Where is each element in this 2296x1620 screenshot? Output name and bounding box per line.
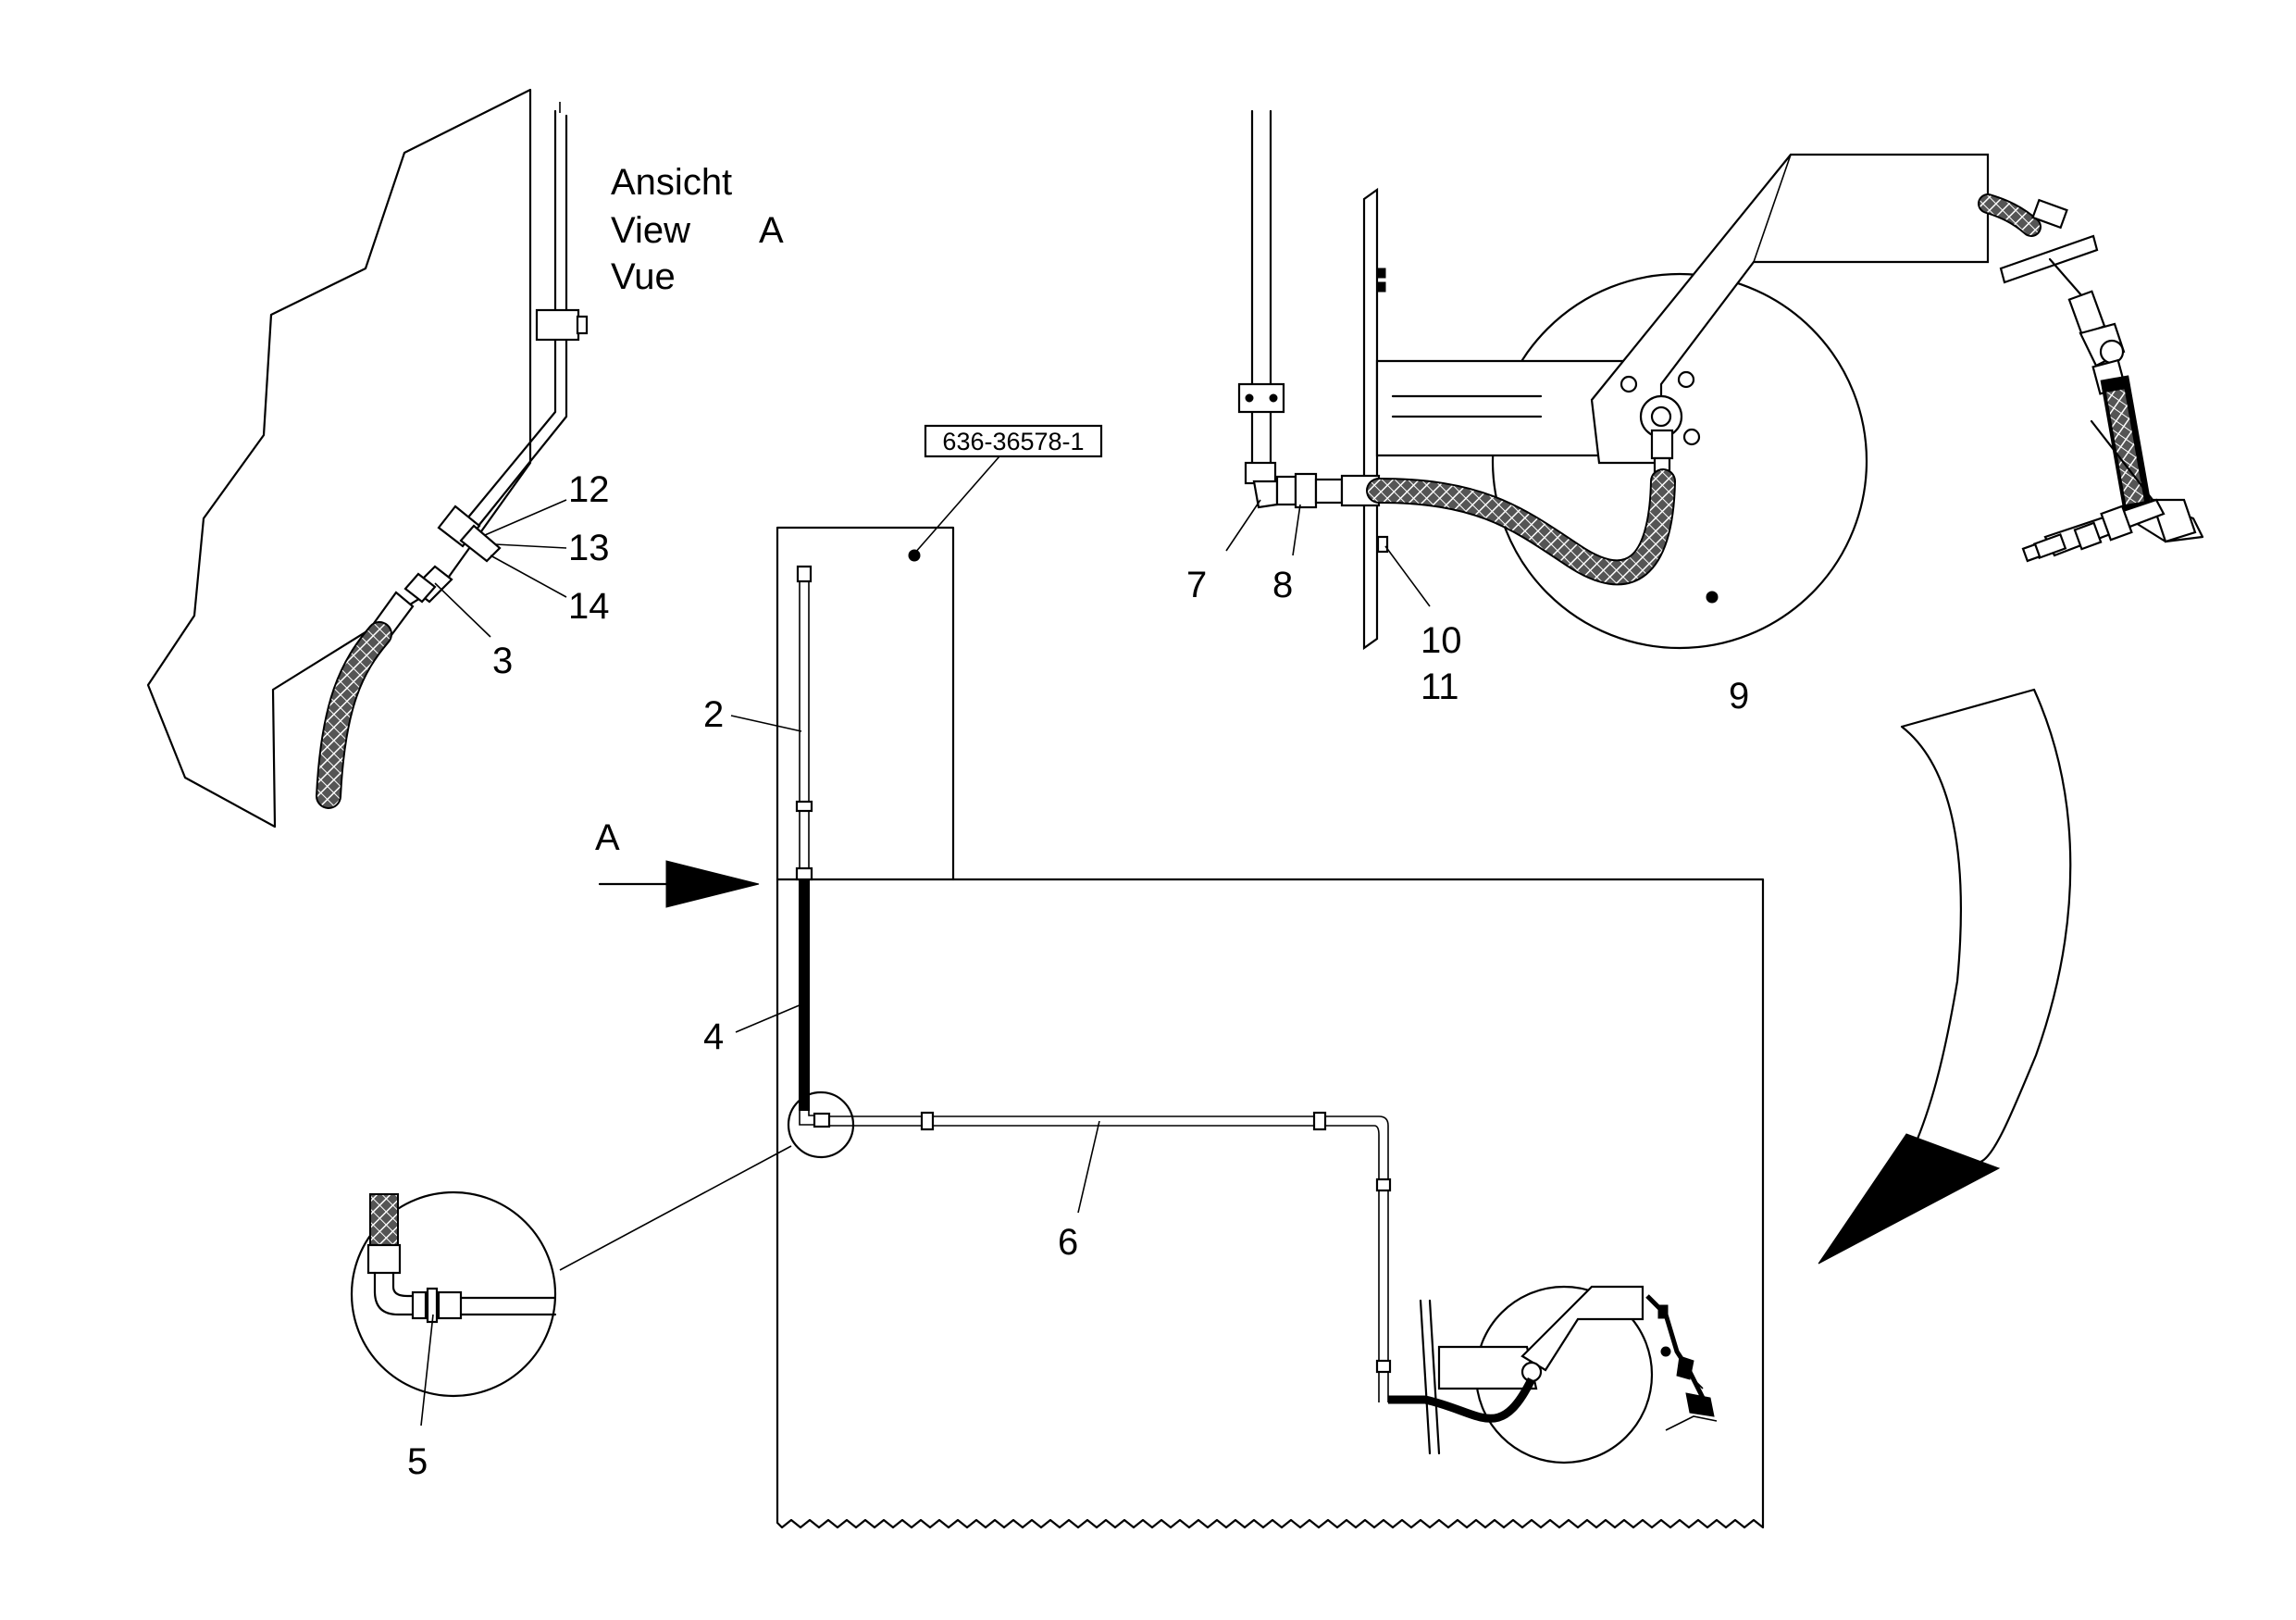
callout-12: 12 [568,469,610,510]
pipe-2 [799,579,810,870]
broken-panel-outline [146,88,532,829]
view-a-fittings [370,505,502,641]
main-view: 636-36578-1 2 A 4 6 [595,424,1765,1529]
enlargement-arrow-body [1900,688,2072,1164]
callout-3: 3 [492,641,513,681]
callout-11: 11 [1421,667,1459,707]
view-label-line2: View [611,210,690,251]
reel-drum [1491,272,1868,650]
view-a-arrow-head [665,860,760,908]
view-a-clamp [535,308,580,342]
callout-6: 6 [1058,1222,1078,1263]
arrow-label: A [595,817,620,858]
reel-supply-pipe [1250,109,1284,502]
hose-reel-detail: 7 8 10 11 9 [1186,109,2204,717]
callout-14: 14 [568,586,610,627]
mini-hose-reel [1388,1285,1718,1464]
callout-7: 7 [1186,565,1207,605]
detail-5: 5 [350,1145,792,1482]
detail-circle-small [787,1090,855,1159]
view-label-letter: A [759,210,784,251]
callout-9: 9 [1729,676,1749,717]
callout-2: 2 [703,694,724,735]
enlargement-arrow-head [1818,1133,2001,1265]
view-label-line3: Vue [611,256,676,297]
detail-hose [369,1193,399,1251]
vehicle-outline [776,526,1765,1529]
view-label-line1: Ansicht [611,162,732,203]
enlargement-arrow [1818,688,2072,1265]
callout-13: 13 [568,528,610,568]
callout-4: 4 [703,1016,724,1057]
view-a-pipe [465,109,568,528]
pipe-6 [829,1115,1389,1402]
part-number: 636-36578-1 [942,428,1084,455]
part-number-box [924,424,1103,458]
callout-5: 5 [407,1441,428,1482]
view-a-detail: Ansicht View A Vue 12 13 14 3 [146,88,784,829]
callout-8: 8 [1272,565,1293,605]
callout-10: 10 [1421,620,1462,661]
nozzle-gun [1978,193,2204,563]
detail-circle-large [350,1190,557,1398]
mounting-plate [1362,187,1379,651]
